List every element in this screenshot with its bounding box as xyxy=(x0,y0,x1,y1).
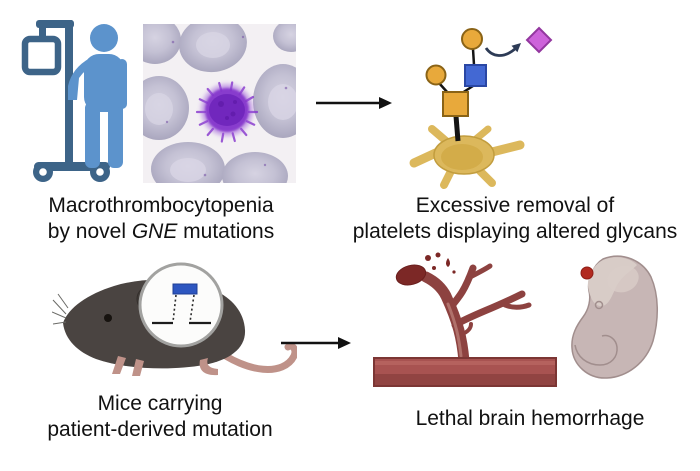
caption-top-right: Excessive removal of platelets displayin… xyxy=(325,193,700,245)
blood-smear-image xyxy=(143,24,296,183)
blood-vessel-figure xyxy=(373,252,557,387)
caption-bottom-right: Lethal brain hemorrhage xyxy=(380,406,680,432)
glycan-stem xyxy=(453,115,461,142)
bleed-droplets xyxy=(425,252,456,274)
glycan-glcnac-square xyxy=(464,64,487,87)
exon-insert-rect xyxy=(172,283,198,295)
brain-hemorrhage-dot xyxy=(580,266,594,280)
embryo-head xyxy=(587,257,639,307)
glycan-gal-circle-top xyxy=(461,28,483,50)
caption-top-right-line1: Excessive removal of xyxy=(415,194,615,217)
mutation-magnifier xyxy=(138,262,224,348)
glycan-galnac-square xyxy=(442,91,469,117)
caption-top-left: Macrothrombocytopenia by novel GNE mutat… xyxy=(6,193,316,245)
embryo-icon xyxy=(571,255,659,379)
sialic-acid-diamond xyxy=(525,26,553,54)
vessel-highlight xyxy=(446,302,463,358)
patient-icon xyxy=(68,24,127,168)
platelet-glycan-figure xyxy=(409,26,553,189)
caption-bottom-left: Mice carrying patient-derived mutation xyxy=(10,391,310,443)
iv-pole-icon xyxy=(21,20,110,182)
giant-platelet xyxy=(195,81,259,143)
mouse-whiskers xyxy=(52,293,69,325)
mouse-tail xyxy=(210,342,297,373)
platelet-icon xyxy=(409,125,525,189)
arrow-top xyxy=(316,97,392,109)
patient-iv-icon xyxy=(21,20,127,182)
gene-name: GNE xyxy=(131,220,178,243)
caption-top-right-line2: platelets displaying altered glycans xyxy=(352,220,678,243)
glycan-gal-circle-left xyxy=(425,64,447,86)
mouse-eye xyxy=(104,314,112,322)
mouse-figure xyxy=(52,262,297,376)
bleed-bulb xyxy=(395,264,427,286)
caption-bottom-right-line1: Lethal brain hemorrhage xyxy=(415,407,645,430)
caption-top-left-line1: Macrothrombocytopenia xyxy=(48,194,274,217)
caption-bottom-left-line2: patient-derived mutation xyxy=(47,418,273,441)
embryo-tail-curl xyxy=(574,334,618,366)
caption-top-left-line2: by novel GNE mutations xyxy=(47,220,275,243)
vessel-band xyxy=(373,357,557,387)
vessel-branch xyxy=(420,263,532,367)
caption-bottom-left-line1: Mice carrying xyxy=(97,392,223,415)
mouse-paws xyxy=(112,356,218,376)
rbc-pale-centers xyxy=(145,32,296,182)
removal-arrow xyxy=(484,43,521,57)
stain-speckles xyxy=(165,35,288,177)
arrow-bottom xyxy=(281,337,351,349)
embryo-eye xyxy=(594,300,604,310)
